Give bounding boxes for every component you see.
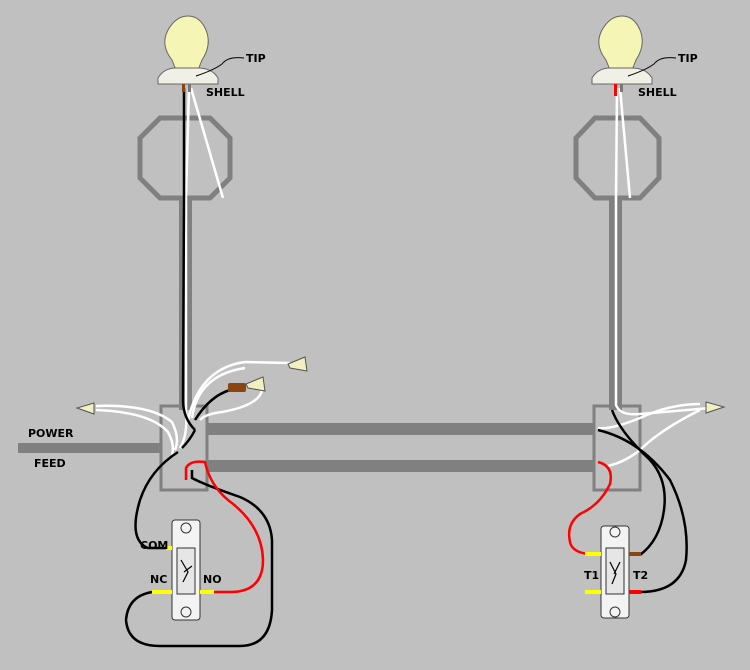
power-feed-conduit: [18, 443, 162, 453]
wire-nut-left-middle: [245, 376, 266, 392]
conduits: [18, 198, 622, 472]
label-com: COM: [140, 539, 168, 552]
ceiling-box-right: [573, 115, 662, 201]
tip-leader-left: [195, 57, 245, 77]
hot-wires: [184, 460, 612, 594]
wire-nut-left-top: [287, 356, 308, 372]
ceiling-box-left: [137, 115, 233, 201]
brown-splice-left: [228, 383, 246, 392]
tip-leader-right: [627, 57, 677, 77]
label-nc: NC: [150, 573, 167, 586]
label-tip-right: TIP: [678, 52, 698, 65]
light-bulb-icon: [591, 15, 653, 96]
toggle-switch-icon: [585, 525, 641, 619]
light-bulb-icon: [157, 15, 219, 92]
conduit-horizontal-bottom: [208, 460, 593, 472]
label-shell-left: SHELL: [206, 86, 245, 99]
label-feed: FEED: [34, 457, 66, 470]
label-t2: T2: [633, 569, 648, 582]
wire-nuts: [75, 356, 726, 415]
label-shell-right: SHELL: [638, 86, 677, 99]
label-t1: T1: [584, 569, 599, 582]
label-power: POWER: [28, 427, 74, 440]
label-tip-left: TIP: [246, 52, 266, 65]
wire-nut-right-side: [705, 401, 726, 414]
wire-nut-left-side: [75, 402, 95, 415]
black-wires: [124, 88, 688, 648]
label-no: NO: [203, 573, 222, 586]
toggle-switch-icon: [152, 519, 214, 621]
conduit-horizontal-top: [208, 423, 593, 435]
neutral-wires: [95, 87, 711, 468]
